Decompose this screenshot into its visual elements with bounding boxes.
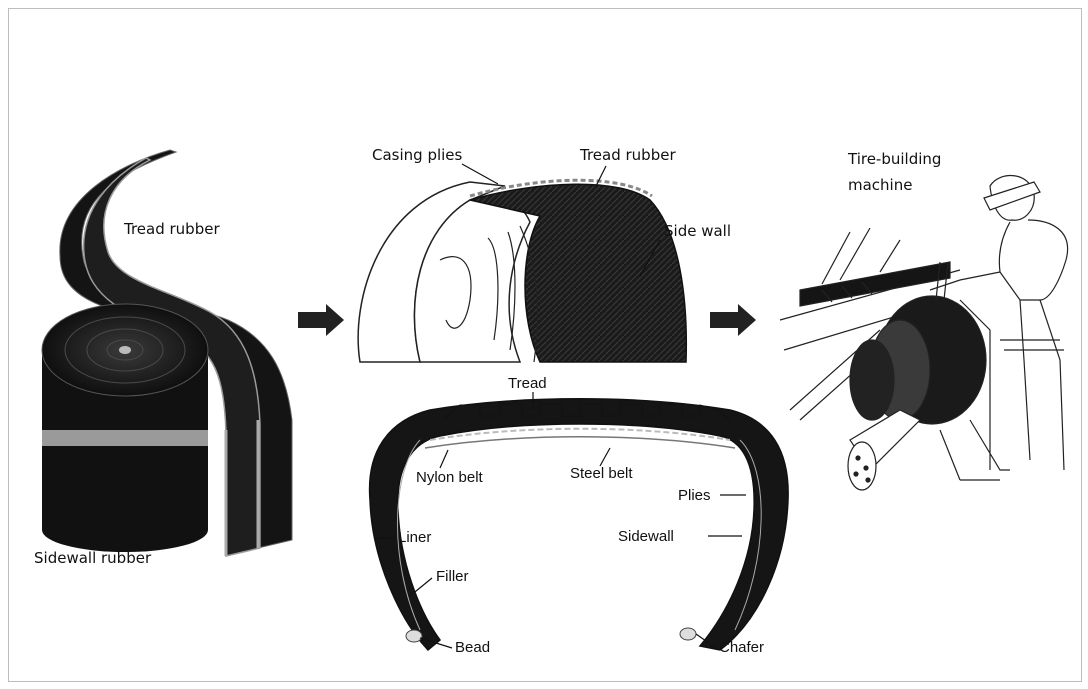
label-tire-building-line2: machine [848, 176, 912, 194]
label-tread-rubber-middle: Tread rubber [579, 146, 676, 164]
label-chafer: Chafer [719, 639, 764, 656]
label-tread-rubber-left: Tread rubber [123, 220, 220, 238]
label-bead: Bead [455, 639, 490, 656]
label-nylon-belt: Nylon belt [416, 469, 484, 486]
label-tire-building-line1: Tire-building [847, 150, 941, 168]
tire-building-machine-illustration [780, 176, 1068, 490]
roll-band [42, 430, 208, 446]
label-plies: Plies [678, 487, 711, 504]
label-tread: Tread [508, 375, 547, 392]
process-arrow-2 [710, 304, 756, 336]
label-steel-belt: Steel belt [570, 465, 633, 482]
label-sidewall: Sidewall [618, 528, 674, 545]
label-side-wall: Side wall [664, 222, 731, 240]
rubber-strips-illustration [42, 150, 292, 556]
label-casing-plies: Casing plies [372, 146, 463, 164]
tire-cross-section [370, 399, 789, 650]
assembled-tire-illustration [358, 180, 686, 362]
roll-bottom [42, 508, 208, 552]
process-arrow-1 [298, 304, 344, 336]
label-liner: Liner [398, 529, 431, 546]
label-sidewall-rubber: Sidewall rubber [34, 549, 152, 567]
label-filler: Filler [436, 568, 469, 585]
roll-core [119, 346, 131, 354]
